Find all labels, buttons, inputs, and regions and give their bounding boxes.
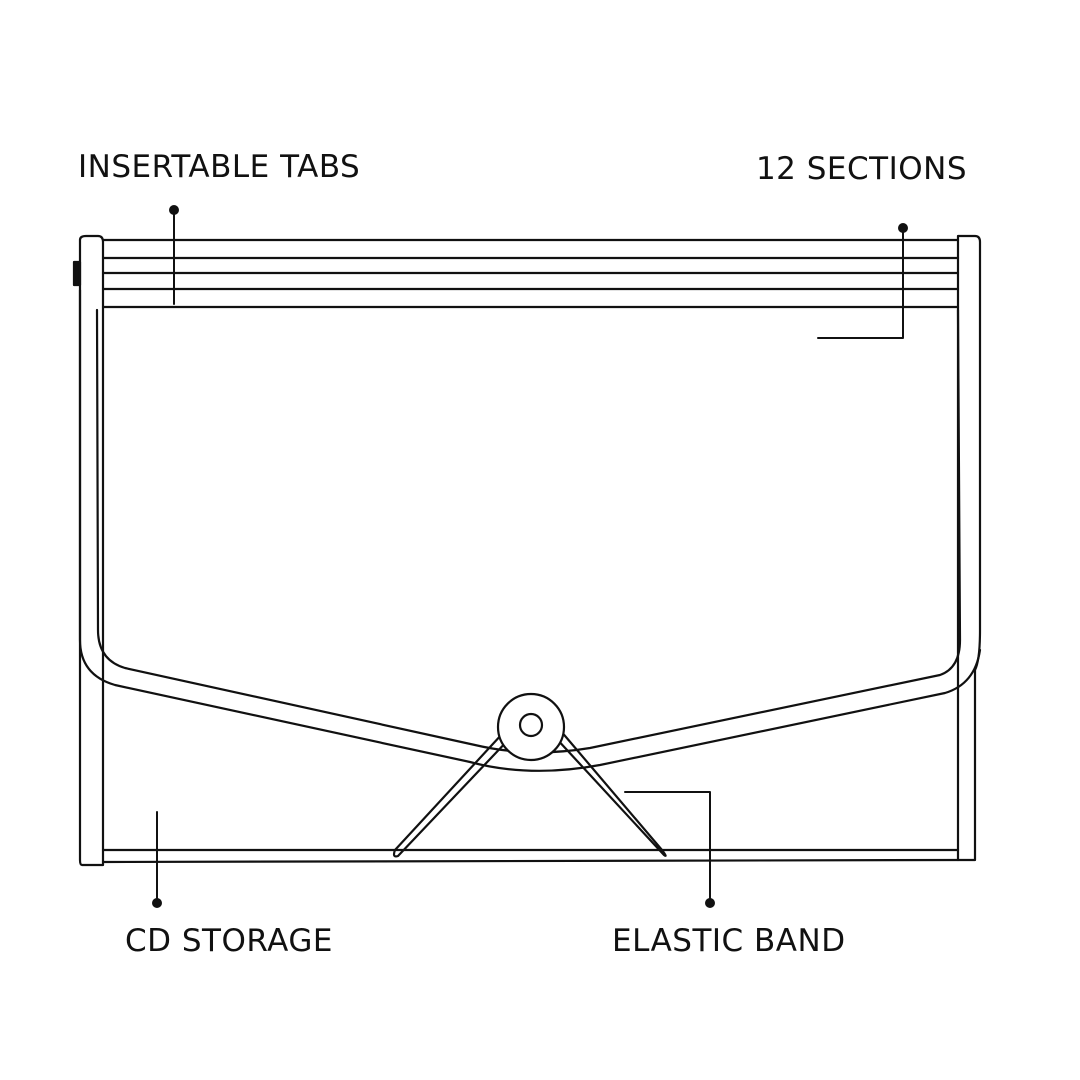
label-insertable-tabs: INSERTABLE TABS	[78, 149, 361, 185]
button-closure	[496, 692, 566, 762]
label-12-sections: 12 SECTIONS	[755, 151, 967, 187]
label-cd-storage: CD STORAGE	[125, 923, 333, 959]
label-elastic-band: ELASTIC BAND	[612, 923, 846, 959]
elastic-band	[392, 728, 667, 858]
folder-body	[72, 234, 982, 867]
leader-lines	[152, 205, 908, 908]
